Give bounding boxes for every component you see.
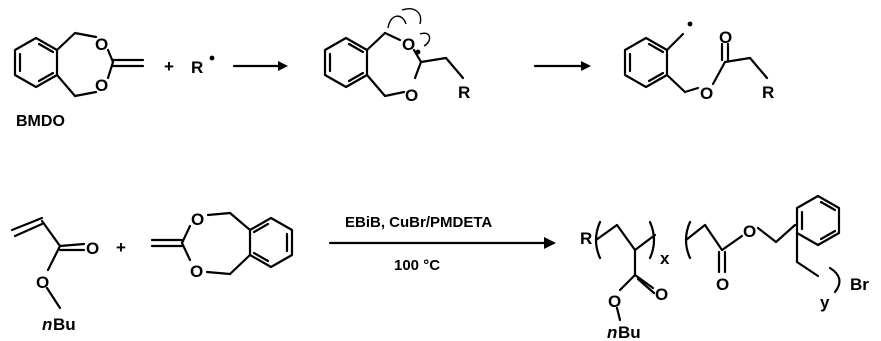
polymer-x-subscript: x — [660, 249, 670, 268]
polymer-butyl: Bu — [618, 323, 641, 341]
polymer-ester-oxygen-1: O — [608, 292, 621, 311]
bmdo2-oxygen-top: O — [191, 210, 204, 229]
intermediate-oxygen-bottom: O — [405, 86, 418, 105]
copolymer-structure: R x O O n Bu O O y — [580, 194, 869, 341]
butyl-acrylate-structure: O O n Bu — [10, 216, 99, 334]
bmdo-oxygen-top: O — [95, 35, 108, 54]
polymer-y-subscript: y — [820, 293, 830, 312]
bmdo-label: BMDO — [16, 113, 65, 130]
acrylate-butyl: Bu — [53, 315, 76, 334]
reaction-arrow — [328, 237, 556, 249]
arrow-1 — [232, 61, 288, 71]
opened-product-structure: O O R — [623, 21, 774, 103]
intermediate-structure: O O R — [323, 8, 470, 105]
product-r: R — [762, 83, 774, 102]
plus-sign-2: + — [116, 238, 126, 257]
product-carbonyl-oxygen: O — [719, 28, 732, 47]
bmdo-structure-2: O O — [150, 210, 294, 281]
arrow-2 — [533, 61, 591, 71]
bmdo-oxygen-bottom: O — [95, 76, 108, 95]
intermediate-oxygen-top: O — [402, 35, 415, 54]
acrylate-carbonyl-oxygen: O — [86, 239, 99, 258]
polymer-carbonyl-oxygen-1: O — [655, 285, 668, 304]
polymer-n-prefix: n — [607, 323, 617, 341]
polymer-br-end: Br — [850, 275, 869, 294]
plus-sign-1: + — [164, 57, 174, 76]
bmdo2-oxygen-bottom: O — [190, 262, 203, 281]
polymer-ester-oxygen-2: O — [743, 222, 756, 241]
reaction-temperature: 100 °C — [394, 257, 440, 274]
product-ester-oxygen: O — [700, 84, 713, 103]
radical-r: R — [191, 58, 203, 77]
reaction-reagents: EBiB, CuBr/PMDETA — [345, 214, 492, 231]
benzyl-radical-dot-icon — [687, 21, 693, 27]
polymer-r-end: R — [580, 229, 592, 248]
acrylate-ester-oxygen: O — [36, 273, 49, 292]
intermediate-r: R — [458, 83, 470, 102]
bmdo-structure: O O — [13, 31, 145, 98]
radical-dot-icon — [209, 55, 215, 61]
intermediate-radical-dot-icon — [415, 49, 421, 55]
acrylate-n-prefix: n — [42, 315, 52, 334]
polymer-carbonyl-oxygen-2: O — [716, 275, 729, 294]
